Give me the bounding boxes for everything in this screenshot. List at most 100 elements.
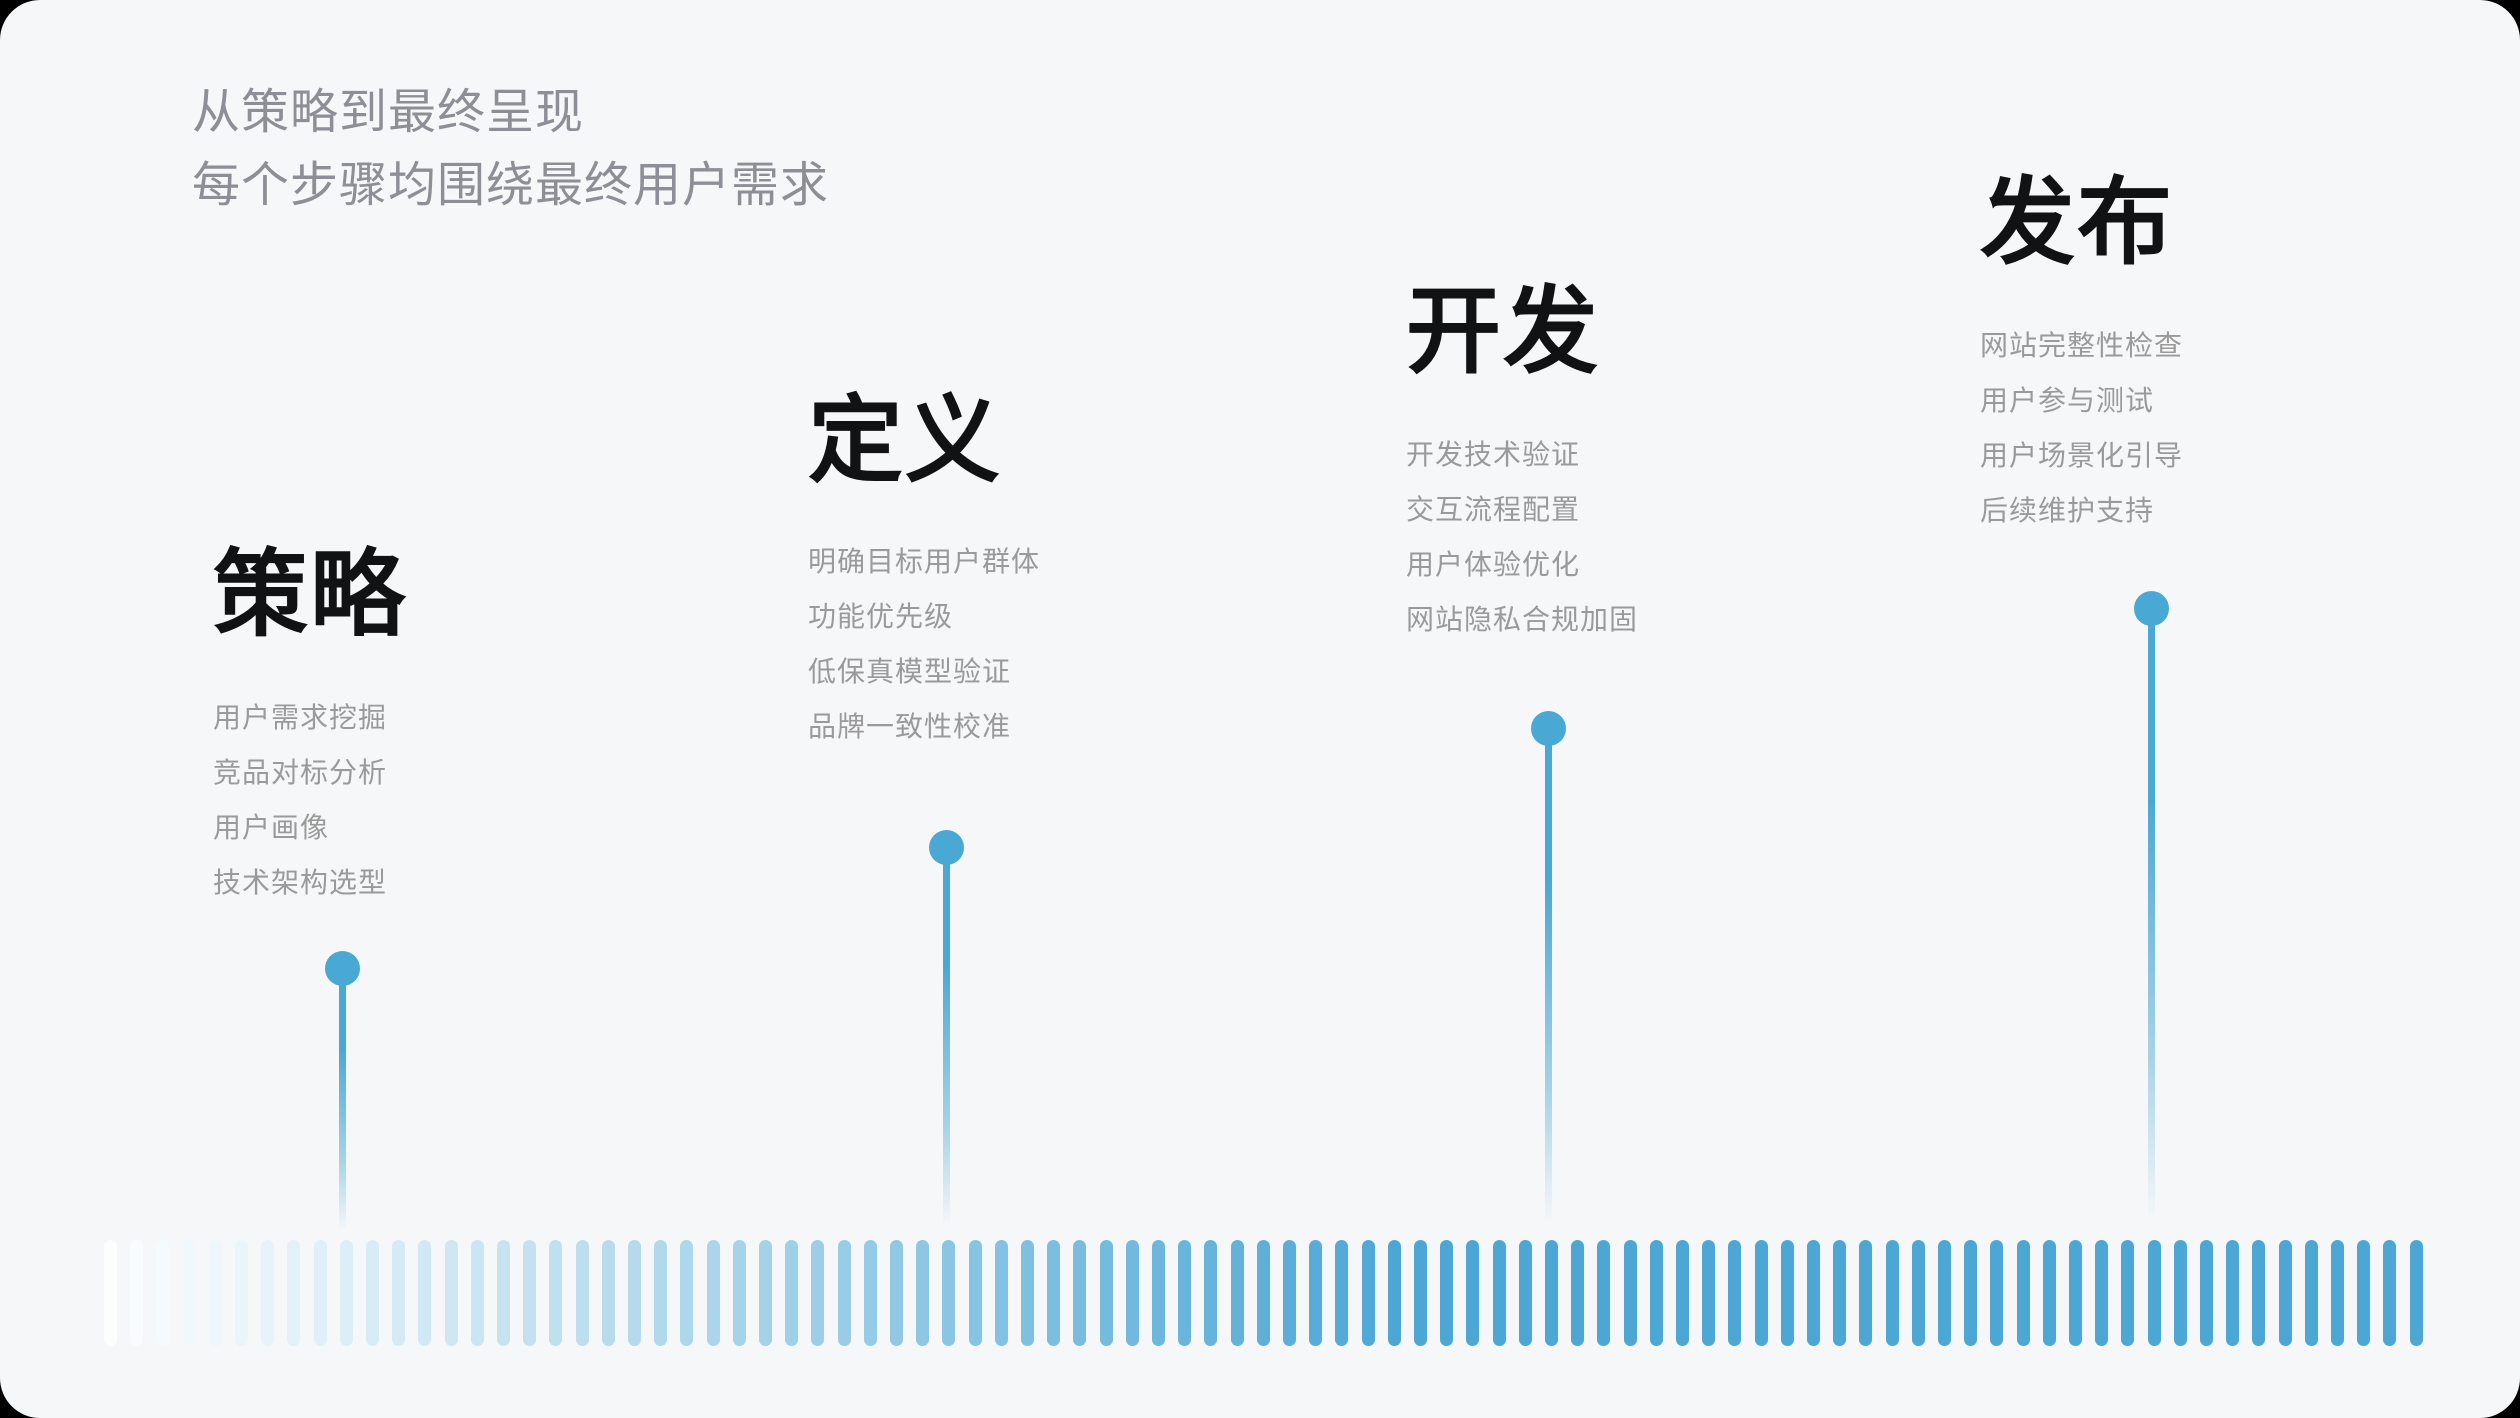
timeline-bar <box>968 1240 982 1346</box>
timeline-bar <box>1833 1240 1847 1346</box>
timeline-bar <box>2304 1240 2318 1346</box>
timeline-bar <box>1623 1240 1637 1346</box>
list-item: 用户场景化引导 <box>1980 440 2184 471</box>
timeline-bar <box>1283 1240 1296 1346</box>
timeline-bar <box>339 1240 353 1346</box>
list-item: 用户需求挖掘 <box>213 702 388 733</box>
stage-release-list: 网站完整性检查 用户参与测试 用户场景化引导 后续维护支持 <box>1980 318 2183 538</box>
stage-strategy-title: 策略 <box>213 542 408 648</box>
timeline-bar <box>1780 1240 1794 1346</box>
timeline-bar <box>2069 1240 2082 1346</box>
timeline-bar <box>2173 1240 2187 1346</box>
stage-strategy-list: 用户需求挖掘 竞品对标分析 用户画像 技术架构选型 <box>213 690 387 910</box>
timeline-bar <box>313 1240 327 1346</box>
timeline-bar <box>1597 1240 1611 1346</box>
timeline-bar <box>235 1240 248 1346</box>
timeline-bar <box>1466 1240 1480 1346</box>
list-item: 技术架构选型 <box>213 867 388 898</box>
timeline-bar <box>1152 1240 1165 1346</box>
timeline-bar <box>1571 1240 1585 1346</box>
timeline-bar <box>916 1240 930 1346</box>
stage-define-title: 定义 <box>808 388 1003 494</box>
timeline-stem <box>338 968 346 1238</box>
stage-develop-list: 开发技术验证 交互流程配置 用户体验优化 网站隐私合规加固 <box>1406 427 1638 647</box>
timeline-bar <box>575 1240 589 1346</box>
list-item: 用户体验优化 <box>1406 549 1581 580</box>
timeline-bar <box>601 1240 615 1346</box>
timeline-bar <box>2121 1240 2135 1346</box>
timeline-bar <box>942 1240 956 1346</box>
timeline-bar <box>1361 1240 1375 1346</box>
timeline-bar <box>1702 1240 1716 1346</box>
timeline-bar <box>182 1240 196 1346</box>
timeline-bar <box>994 1240 1008 1346</box>
list-item: 交互流程配置 <box>1406 494 1581 525</box>
timeline-bar <box>1676 1240 1689 1346</box>
timeline-bar <box>837 1240 851 1346</box>
timeline-bar <box>706 1240 720 1346</box>
timeline-bar <box>2383 1240 2397 1346</box>
list-item: 明确目标用户群体 <box>808 546 1041 577</box>
list-item: 用户画像 <box>213 812 330 843</box>
timeline-bar <box>497 1240 510 1346</box>
list-item: 后续维护支持 <box>1980 495 2155 526</box>
timeline-bar <box>2357 1240 2371 1346</box>
list-item: 品牌一致性校准 <box>808 711 1012 742</box>
timeline-bar <box>890 1240 903 1346</box>
timeline-bar <box>1754 1240 1768 1346</box>
timeline-bar <box>2331 1240 2344 1346</box>
timeline-bar <box>1178 1240 1192 1346</box>
timeline-bar <box>1125 1240 1139 1346</box>
timeline-bar <box>1807 1240 1820 1346</box>
timeline-bar <box>1073 1240 1087 1346</box>
timeline-bar <box>1990 1240 2004 1346</box>
timeline-bar <box>470 1240 484 1346</box>
timeline-bar <box>1021 1240 1034 1346</box>
timeline-bar <box>1047 1240 1061 1346</box>
timeline-bar <box>1256 1240 1270 1346</box>
timeline-bar <box>1938 1240 1951 1346</box>
list-item: 低保真模型验证 <box>808 656 1012 687</box>
timeline-bar <box>2409 1240 2423 1346</box>
list-item: 用户参与测试 <box>1980 385 2155 416</box>
timeline-bar <box>444 1240 458 1346</box>
timeline-bar <box>208 1240 222 1346</box>
slide-subtitle: 从策略到最终呈现 每个步骤均围绕最终用户需求 <box>192 76 829 222</box>
stage-develop-title: 开发 <box>1406 279 1601 385</box>
timeline-bar <box>1440 1240 1454 1346</box>
timeline-bar <box>1728 1240 1742 1346</box>
timeline-bar <box>732 1240 746 1346</box>
timeline-bar <box>1099 1240 1113 1346</box>
timeline-bar <box>1518 1240 1532 1346</box>
timeline-dot <box>2133 590 2169 626</box>
list-item: 竞品对标分析 <box>213 757 388 788</box>
timeline-bar <box>523 1240 537 1346</box>
timeline-bar <box>1414 1240 1427 1346</box>
timeline-bar <box>1649 1240 1663 1346</box>
timeline-bar <box>2095 1240 2109 1346</box>
timeline-bar <box>1387 1240 1401 1346</box>
timeline-bar <box>628 1240 641 1346</box>
timeline-bar <box>1492 1240 1506 1346</box>
timeline-bar <box>549 1240 563 1346</box>
list-item: 网站隐私合规加固 <box>1406 604 1639 635</box>
timeline-bar <box>654 1240 668 1346</box>
timeline-bar <box>2147 1240 2161 1346</box>
timeline-bar <box>1911 1240 1925 1346</box>
timeline-bar <box>1335 1240 1349 1346</box>
timeline-bar <box>2252 1240 2266 1346</box>
stage-define-list: 明确目标用户群体 功能优先级 低保真模型验证 品牌一致性校准 <box>808 534 1040 754</box>
timeline-bar <box>1545 1240 1558 1346</box>
timeline-bar <box>2226 1240 2240 1346</box>
timeline-bar <box>1859 1240 1873 1346</box>
timeline-bar <box>680 1240 694 1346</box>
timeline-bar <box>287 1240 301 1346</box>
timeline-bar <box>1885 1240 1899 1346</box>
timeline-bar <box>104 1240 117 1346</box>
timeline-dot <box>324 950 360 986</box>
stage-release-title: 发布 <box>1980 170 2175 276</box>
timeline-bar <box>366 1240 379 1346</box>
timeline-bar <box>785 1240 799 1346</box>
timeline-bar <box>418 1240 432 1346</box>
